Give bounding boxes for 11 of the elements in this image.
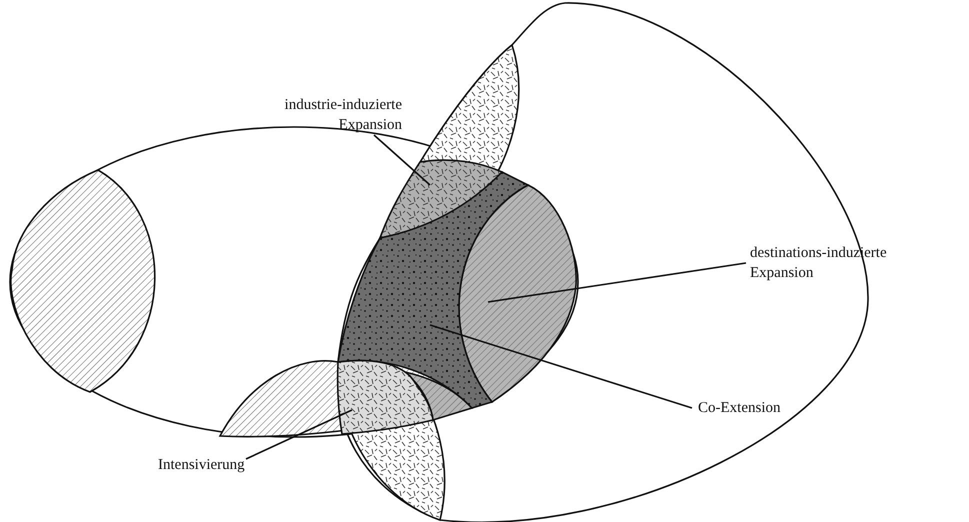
leader-line — [488, 262, 746, 303]
shaded-region — [458, 184, 577, 403]
leader-line — [246, 409, 352, 460]
region-label: Intensivierung — [158, 455, 246, 475]
leader-line — [430, 324, 692, 409]
region-label: Co-Extension — [698, 398, 782, 418]
shaded-region — [337, 171, 529, 409]
leader-line — [373, 134, 431, 186]
shaded-region — [336, 360, 434, 435]
shaded-region — [379, 159, 503, 239]
region-label: industrie-induzierte Expansion — [283, 95, 402, 135]
